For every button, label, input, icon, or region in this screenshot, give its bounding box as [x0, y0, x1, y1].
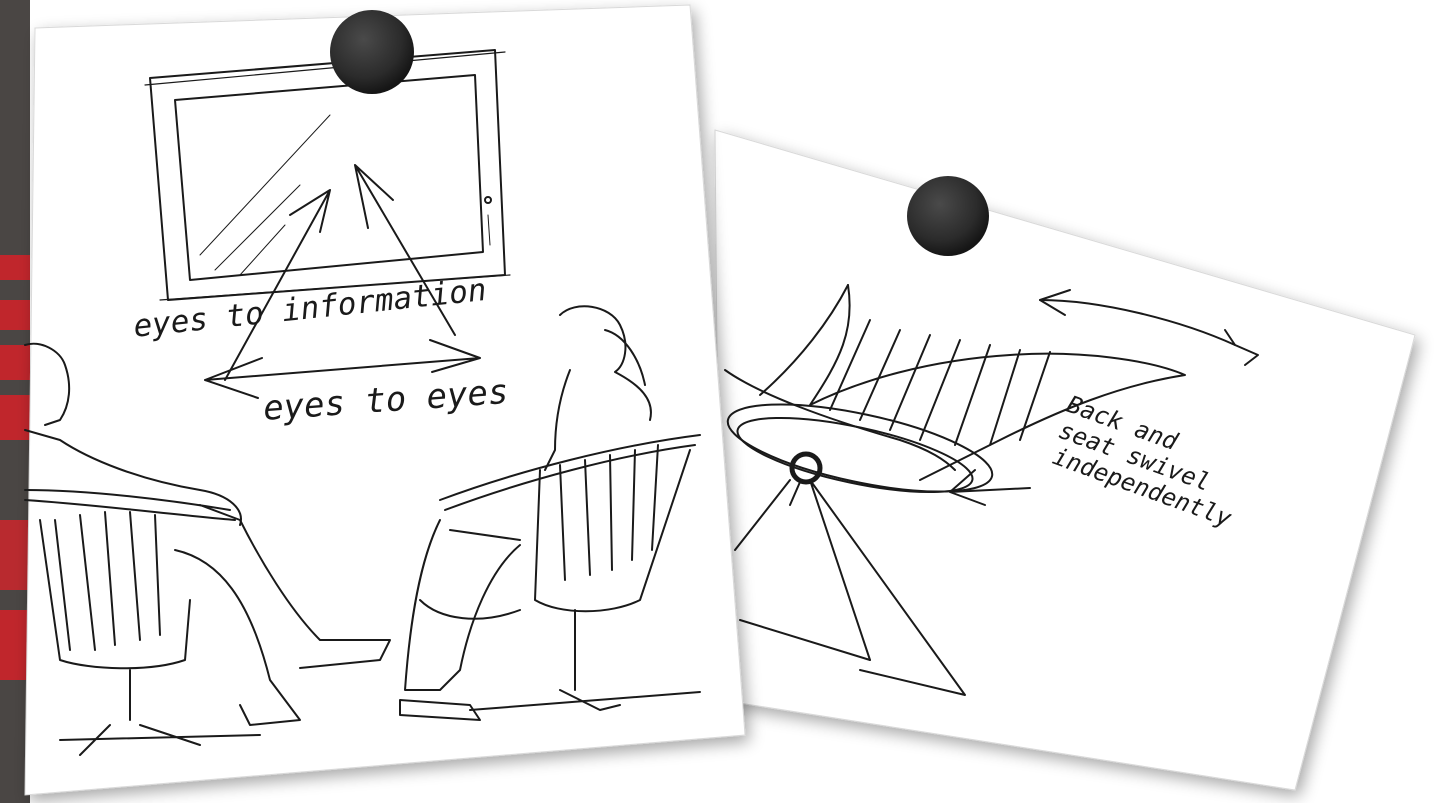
magnet-left	[330, 10, 414, 94]
magnet-right	[907, 176, 989, 256]
background-left-edge	[0, 0, 30, 803]
